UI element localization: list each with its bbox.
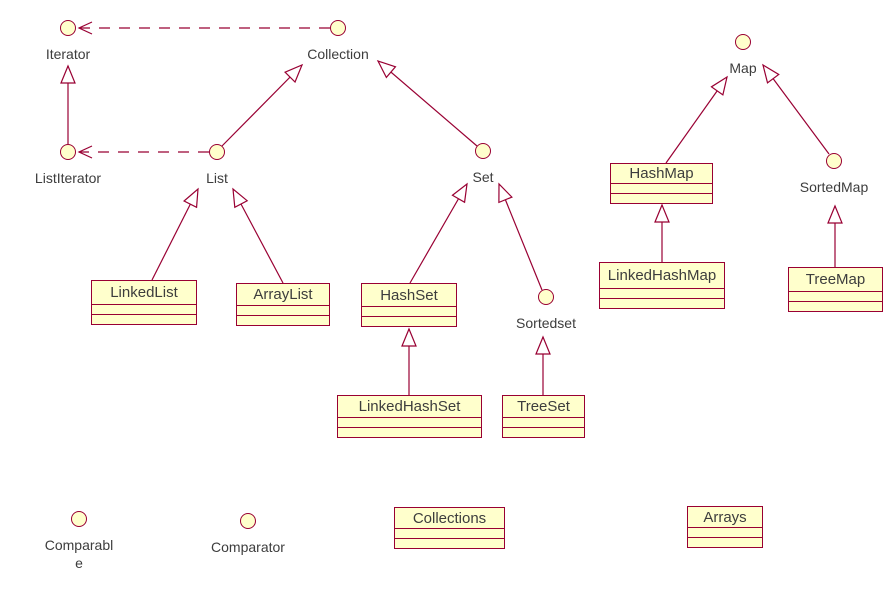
attributes-compartment [611, 184, 712, 194]
class-box-hashset[interactable]: HashSet [361, 283, 457, 327]
interface-label: Comparable [44, 537, 114, 571]
attributes-compartment [395, 529, 504, 539]
class-name: Collections [395, 508, 504, 529]
interface-node-listiterator[interactable]: ListIterator [8, 144, 128, 187]
interface-node-iterator[interactable]: Iterator [8, 20, 128, 63]
interface-circle-icon [538, 289, 554, 305]
class-box-linkedlist[interactable]: LinkedList [91, 280, 197, 325]
interface-label: Set [472, 169, 494, 185]
class-name: HashSet [362, 284, 456, 307]
operations-compartment [395, 539, 504, 548]
interface-label: SortedMap [799, 179, 869, 195]
interface-circle-icon [240, 513, 256, 529]
attributes-compartment [789, 292, 882, 302]
attributes-compartment [338, 418, 481, 428]
operations-compartment [789, 302, 882, 311]
interface-circle-icon [60, 144, 76, 160]
class-box-linkedhashmap[interactable]: LinkedHashMap [599, 262, 725, 309]
attributes-compartment [600, 289, 724, 299]
interface-label: Sortedset [516, 315, 576, 331]
class-box-treemap[interactable]: TreeMap [788, 267, 883, 312]
interface-label: Map [729, 60, 757, 76]
class-name: TreeSet [503, 396, 584, 418]
edge-sortedset-set-generalization [498, 182, 543, 291]
operations-compartment [338, 428, 481, 437]
attributes-compartment [92, 305, 196, 315]
interface-label: Comparator [211, 539, 285, 555]
edge-hashset-set-generalization [409, 182, 468, 284]
interface-node-sortedmap[interactable]: SortedMap [774, 153, 894, 196]
interface-label: ListIterator [34, 170, 102, 186]
class-name: HashMap [611, 164, 712, 184]
class-name: LinkedHashMap [600, 263, 724, 289]
operations-compartment [503, 428, 584, 437]
class-box-arraylist[interactable]: ArrayList [236, 283, 330, 326]
interface-label: List [206, 170, 228, 186]
class-name: LinkedHashSet [338, 396, 481, 418]
class-box-collections[interactable]: Collections [394, 507, 505, 549]
class-box-treeset[interactable]: TreeSet [502, 395, 585, 438]
interface-circle-icon [71, 511, 87, 527]
edge-sortedmap-map-generalization [762, 63, 830, 155]
operations-compartment [611, 194, 712, 203]
operations-compartment [362, 317, 456, 326]
attributes-compartment [503, 418, 584, 428]
interface-node-map[interactable]: Map [683, 34, 803, 77]
interface-circle-icon [826, 153, 842, 169]
operations-compartment [92, 315, 196, 324]
class-name: LinkedList [92, 281, 196, 305]
edge-linkedlist-list-generalization [151, 187, 199, 281]
attributes-compartment [688, 528, 762, 538]
interface-circle-icon [209, 144, 225, 160]
operations-compartment [600, 299, 724, 308]
interface-node-sortedset[interactable]: Sortedset [486, 289, 606, 332]
interface-node-collection[interactable]: Collection [278, 20, 398, 63]
edge-set-collection-generalization [376, 59, 478, 147]
edge-arraylist-list-generalization [232, 187, 284, 284]
interface-circle-icon [60, 20, 76, 36]
class-name: TreeMap [789, 268, 882, 292]
interface-node-comparator[interactable]: Comparator [188, 513, 308, 556]
edge-hashmap-map-generalization [665, 75, 728, 164]
interface-label: Collection [307, 46, 369, 62]
edge-list-collection-generalization [221, 63, 304, 147]
operations-compartment [688, 538, 762, 547]
interface-label: Iterator [45, 46, 91, 62]
interface-node-set[interactable]: Set [423, 143, 543, 186]
attributes-compartment [237, 306, 329, 316]
interface-circle-icon [475, 143, 491, 159]
class-name: ArrayList [237, 284, 329, 306]
interface-node-list[interactable]: List [157, 144, 277, 187]
class-box-linkedhashset[interactable]: LinkedHashSet [337, 395, 482, 438]
class-box-arrays[interactable]: Arrays [687, 506, 763, 548]
interface-circle-icon [330, 20, 346, 36]
interface-circle-icon [735, 34, 751, 50]
attributes-compartment [362, 307, 456, 317]
class-box-hashmap[interactable]: HashMap [610, 163, 713, 204]
interface-node-comparable[interactable]: Comparable [42, 511, 116, 572]
operations-compartment [237, 316, 329, 325]
class-name: Arrays [688, 507, 762, 528]
